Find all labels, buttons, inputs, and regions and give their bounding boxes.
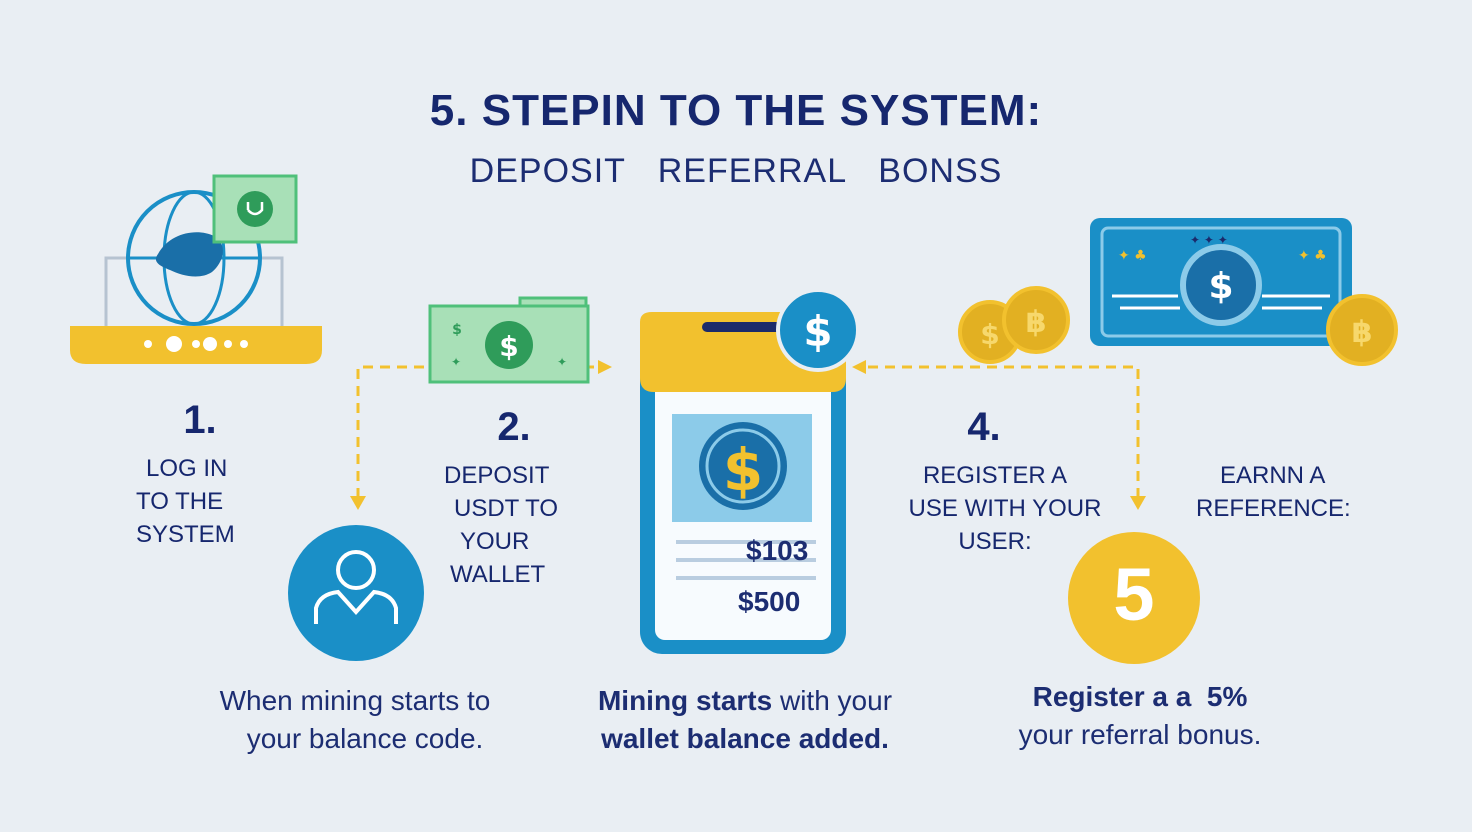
svg-text:✦: ✦ xyxy=(557,355,567,369)
svg-text:✦: ✦ xyxy=(451,355,461,369)
svg-text:✦ ♣: ✦ ♣ xyxy=(1118,248,1147,264)
caption-left-line-1: When mining starts to xyxy=(219,685,491,716)
user-avatar-icon xyxy=(288,525,424,661)
step-1-line-2: TO THE xyxy=(136,488,224,515)
phone-amount-2: $500 xyxy=(738,586,801,617)
step-2-line-3: YOUR xyxy=(460,528,530,555)
svg-text:$: $ xyxy=(499,330,518,363)
laptop-globe-icon xyxy=(70,174,322,364)
phone-amount-1: $103 xyxy=(746,535,809,566)
blue-banknote-icon: $ ✦ ♣ ✦ ♣ ✦ ✦ ✦ xyxy=(1090,218,1352,346)
step-5-line-2: REFERENCE: xyxy=(1196,495,1351,522)
step-1-line-1: LOG IN xyxy=(146,455,228,482)
step-4-number: 4. xyxy=(967,405,1001,449)
caption-center-line-2: wallet balance added. xyxy=(601,723,889,754)
caption-left-line-2: your balance code. xyxy=(246,723,484,754)
step-5-badge xyxy=(1068,532,1200,664)
step-4-line-3: USER: xyxy=(958,528,1032,555)
svg-text:✦ ✦ ✦: ✦ ✦ ✦ xyxy=(1190,233,1228,247)
step-2-number: 2. xyxy=(497,405,531,449)
svg-text:✦ ♣: ✦ ♣ xyxy=(1298,248,1327,264)
step-2-line-4: WALLET xyxy=(450,561,546,588)
svg-text:฿: ฿ xyxy=(1352,315,1373,350)
svg-text:$: $ xyxy=(723,436,763,504)
caption-right-line-1: Register a a 5% xyxy=(1032,681,1248,712)
caption-right: Register a a 5% your referral bonus. xyxy=(980,678,1300,754)
step-2-line-1: DEPOSIT xyxy=(444,462,550,489)
arrowhead-right xyxy=(598,360,612,374)
step-1-text: LOG IN TO THE SYSTEM xyxy=(136,452,276,551)
arrowhead-down-left xyxy=(350,496,366,510)
step-1-line-3: SYSTEM xyxy=(136,521,235,548)
arrowhead-left xyxy=(852,360,866,374)
arrow-coins-to-phone xyxy=(862,365,1140,498)
svg-text:$: $ xyxy=(452,322,462,338)
dollar-banknote-icon: $ $ ✦ ✦ xyxy=(428,296,590,384)
step-4-text: REGISTER A USE WITH YOUR USER: xyxy=(890,459,1120,558)
caption-right-line-2: your referral bonus. xyxy=(1018,719,1262,750)
step-5-line-1: EARNN A xyxy=(1220,462,1326,489)
arrowhead-down-right xyxy=(1130,496,1146,510)
page-title: 5. STEPIN TO THE SYSTEM: xyxy=(429,86,1043,135)
caption-center-bold: Mining starts xyxy=(597,685,773,716)
svg-text:$: $ xyxy=(803,307,832,356)
caption-left: When mining starts to your balance code. xyxy=(180,682,530,758)
caption-center-rest: with your xyxy=(772,685,893,716)
svg-text:฿: ฿ xyxy=(1026,305,1047,340)
step-2-line-2: USDT TO xyxy=(454,495,559,522)
svg-text:$: $ xyxy=(980,318,999,351)
page-subtitle: DEPOSIT REFERRAL BONSS xyxy=(469,152,1003,190)
step-5-text: EARNN A REFERENCE: xyxy=(1196,459,1376,525)
bitcoin-coin-icon: $ ฿ ฿ xyxy=(958,286,1398,366)
caption-center: Mining starts with your wallet balance a… xyxy=(560,682,930,758)
step-5-number: 5 xyxy=(1113,553,1155,636)
svg-text:$: $ xyxy=(1208,266,1233,307)
mobile-wallet-icon: $ $ xyxy=(640,288,860,654)
step-4-line-1: REGISTER A xyxy=(922,462,1068,489)
step-2-text: DEPOSIT USDT TO YOUR WALLET xyxy=(444,459,594,591)
step-4-line-2: USE WITH YOUR xyxy=(908,495,1102,522)
step-1-number: 1. xyxy=(183,398,217,442)
